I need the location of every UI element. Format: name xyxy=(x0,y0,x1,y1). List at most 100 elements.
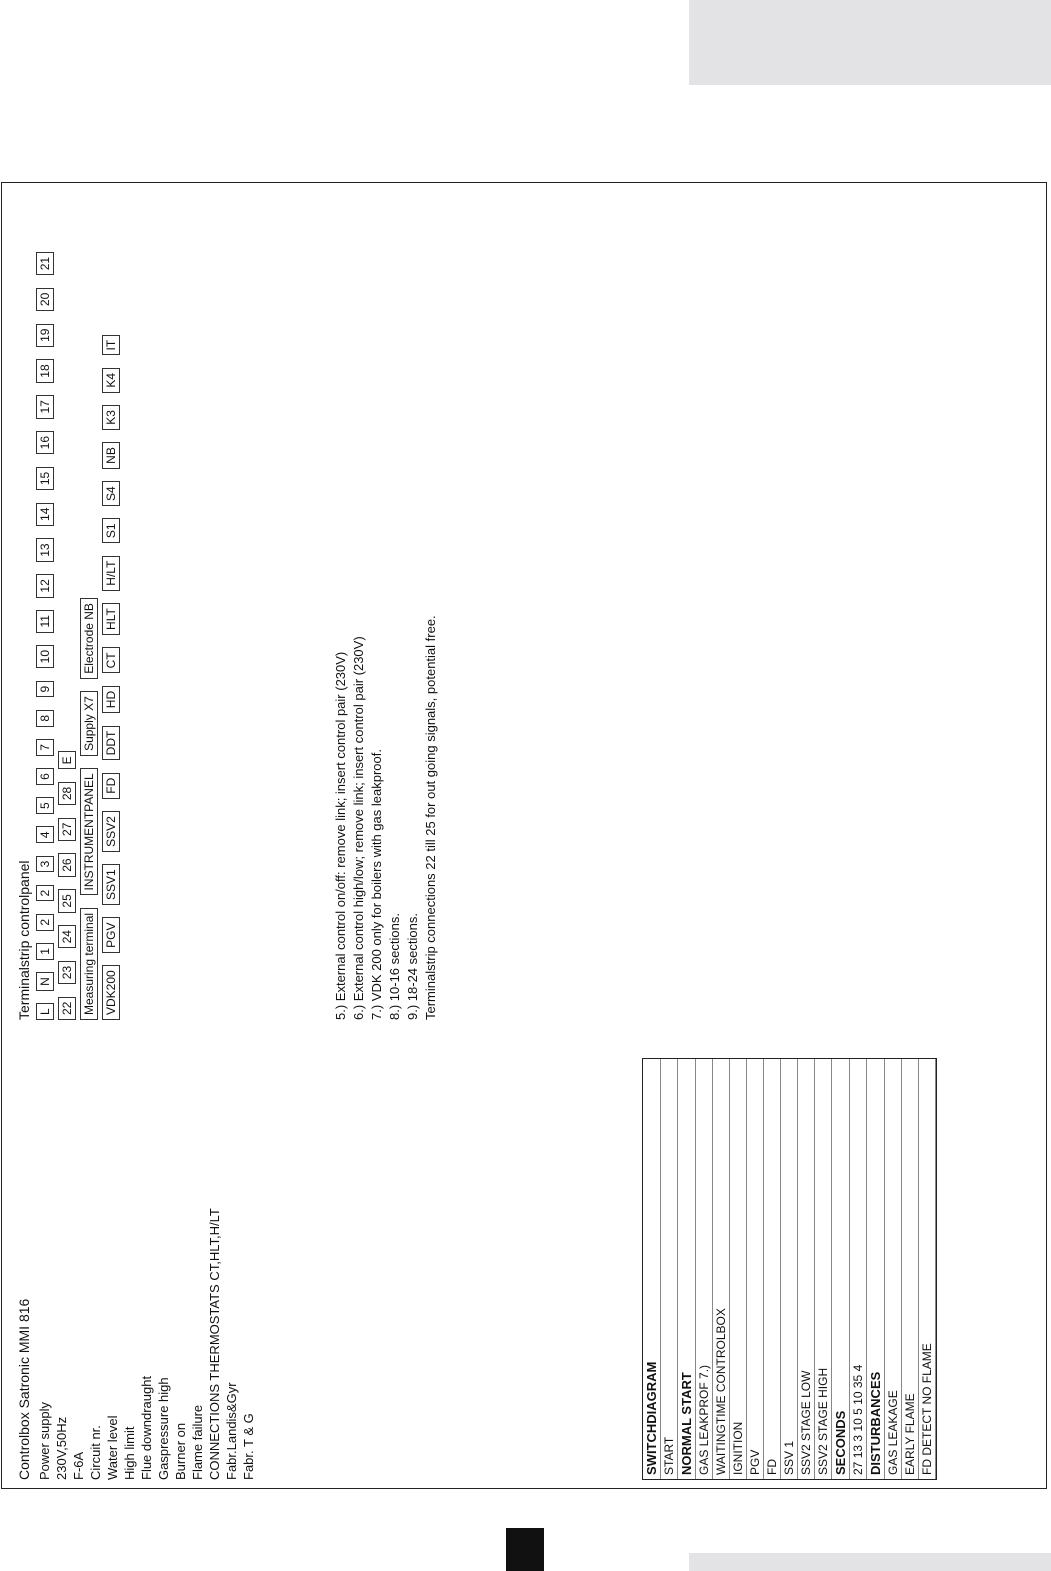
component-label: S1 xyxy=(102,518,120,544)
circuit-item: Flame failure xyxy=(190,1404,205,1480)
power-label: Power supply xyxy=(37,1401,52,1480)
note-line: 8.) 10-16 sections. xyxy=(387,913,402,1020)
connections-line: Fabr. T & G xyxy=(241,1413,256,1480)
instrument-panel-label: INSTRUMENTPANEL xyxy=(80,768,98,896)
header-tab xyxy=(689,0,1051,85)
component-label: H/LT xyxy=(102,555,120,591)
terminal-label: 13 xyxy=(36,538,54,562)
normal-start-label: NORMAL START xyxy=(678,1059,696,1479)
terminal-label: 22 xyxy=(58,996,76,1020)
terminal-label: E xyxy=(58,751,76,770)
note-line: 7.) VDK 200 only for boilers with gas le… xyxy=(369,749,384,1020)
page-marker xyxy=(506,1528,544,1571)
seconds-value: 5 xyxy=(851,1408,865,1415)
terminal-label: 2 xyxy=(36,884,54,902)
circuit-panel: Controlbox Satronic MMI 816 Power supply… xyxy=(16,1040,257,1480)
switch-diagram-title: SWITCHDIAGRAM xyxy=(643,1059,661,1479)
component-label: NB xyxy=(102,442,120,469)
seconds-row: 27 13 3 10 5 10 35 4 xyxy=(850,1059,867,1479)
normal-start-row: SSV 1 xyxy=(781,1059,798,1479)
disturbance-row: GAS LEAKAGE xyxy=(885,1059,902,1479)
terminal-label: 24 xyxy=(58,925,76,949)
component-label: S4 xyxy=(102,481,120,506)
measuring-terminal-label: Measuring terminal xyxy=(80,907,98,1020)
disturbances-label: DISTURBANCES xyxy=(867,1059,885,1479)
terminal-label: 4 xyxy=(36,826,54,844)
terminal-strip-label: Terminalstrip controlpanel xyxy=(16,860,32,1020)
circuit-item: Water level xyxy=(105,1415,120,1480)
circuit-item: Gaspressure high xyxy=(156,1377,171,1480)
normal-start-row: PGV xyxy=(747,1059,764,1479)
terminal-label: L xyxy=(36,1003,54,1020)
seconds-value: 3 xyxy=(851,1434,865,1442)
terminal-label: 27 xyxy=(58,817,76,841)
terminal-label: 23 xyxy=(58,960,76,985)
terminal-label: 7 xyxy=(36,739,54,756)
normal-start-row: IGNITION xyxy=(730,1059,747,1479)
note-line: 6.) External control high/low; remove li… xyxy=(351,636,366,1020)
connections-title: CONNECTIONS THERMOSTATS CT,HLT,H/LT xyxy=(207,1208,222,1480)
terminal-label: 21 xyxy=(36,251,54,276)
supply-label: Supply X7 xyxy=(80,691,98,756)
terminal-label: 12 xyxy=(36,574,54,598)
terminal-label: 14 xyxy=(36,502,54,526)
terminal-label: 5 xyxy=(36,797,54,815)
terminal-label: 1 xyxy=(36,943,54,960)
seconds-value: 13 xyxy=(851,1444,865,1459)
normal-start-row: SSV2 STAGE LOW xyxy=(798,1059,815,1479)
seconds-label: SECONDS xyxy=(832,1059,850,1479)
terminal-label: 8 xyxy=(36,709,54,727)
component-label: SSV2 xyxy=(102,811,120,852)
terminal-label: 18 xyxy=(36,359,54,383)
note-line: Terminalstrip connections 22 till 25 for… xyxy=(423,615,438,1020)
circuit-item: Burner on xyxy=(173,1422,188,1480)
controlbox-label: Controlbox Satronic MMI 816 xyxy=(16,1298,32,1480)
terminal-label: 15 xyxy=(36,466,54,491)
circuit-item: High limit xyxy=(122,1426,137,1480)
component-label: IT xyxy=(102,334,120,356)
fuse-label: F-6A xyxy=(71,1451,86,1480)
component-label: DDT xyxy=(102,725,120,761)
component-label: HD xyxy=(102,685,120,714)
normal-start-row: GAS LEAKPROF 7.) xyxy=(696,1059,713,1479)
switch-diagram-start: START xyxy=(661,1059,678,1479)
terminal-label: 16 xyxy=(36,430,54,455)
seconds-value: 4 xyxy=(851,1364,865,1372)
schematic-rotated: Controlbox Satronic MMI 816 Power supply… xyxy=(2,183,1048,1490)
terminal-label: 28 xyxy=(58,781,76,806)
seconds-value: 10 xyxy=(851,1418,865,1432)
terminal-label: 6 xyxy=(36,768,54,785)
notes-block: 5.) External control on/off: remove link… xyxy=(332,220,440,1020)
terminal-label: 2 xyxy=(36,913,54,931)
component-label: FD xyxy=(102,772,120,799)
component-label: SSV1 xyxy=(102,864,120,906)
terminal-panel: Terminalstrip controlpanel L N 1 2 2 3 4… xyxy=(16,220,124,1020)
terminal-label: 10 xyxy=(36,644,54,669)
component-label: PGV xyxy=(102,917,120,953)
terminal-label: N xyxy=(36,972,54,991)
normal-start-row: SSV2 STAGE HIGH xyxy=(815,1059,832,1479)
schematic-frame: Controlbox Satronic MMI 816 Power supply… xyxy=(1,182,1047,1489)
electrode-label: Electrode NB xyxy=(80,598,98,679)
seconds-value: 35 xyxy=(851,1374,865,1389)
component-label: VDK200 xyxy=(102,965,120,1020)
terminal-label: 11 xyxy=(36,610,54,633)
footer-tab xyxy=(689,1553,1051,1571)
normal-start-row: WAITINGTIME CONTROLBOX xyxy=(713,1059,730,1479)
component-label: K3 xyxy=(102,405,120,430)
switch-diagram: SWITCHDIAGRAM START NORMAL START GAS LEA… xyxy=(642,1058,937,1480)
connections-line: Fabr.Landis&Gyr xyxy=(224,1382,239,1480)
seconds-value: 10 xyxy=(851,1391,865,1405)
seconds-value: 27 xyxy=(851,1461,865,1475)
normal-start-row: FD xyxy=(764,1059,781,1479)
disturbance-row: FD DETECT NO FLAME xyxy=(919,1059,936,1479)
disturbance-row: EARLY FLAME xyxy=(902,1059,919,1479)
terminal-label: 9 xyxy=(36,680,54,698)
note-line: 9.) 18-24 sections. xyxy=(405,913,420,1020)
terminal-label: 3 xyxy=(36,855,54,873)
component-label: K4 xyxy=(102,367,120,393)
terminal-label: 17 xyxy=(36,395,54,419)
circuit-item: Flue downdraught xyxy=(139,1375,154,1480)
terminal-label: 26 xyxy=(58,853,76,877)
circuit-nr-label: Circuit nr. xyxy=(88,1425,103,1480)
